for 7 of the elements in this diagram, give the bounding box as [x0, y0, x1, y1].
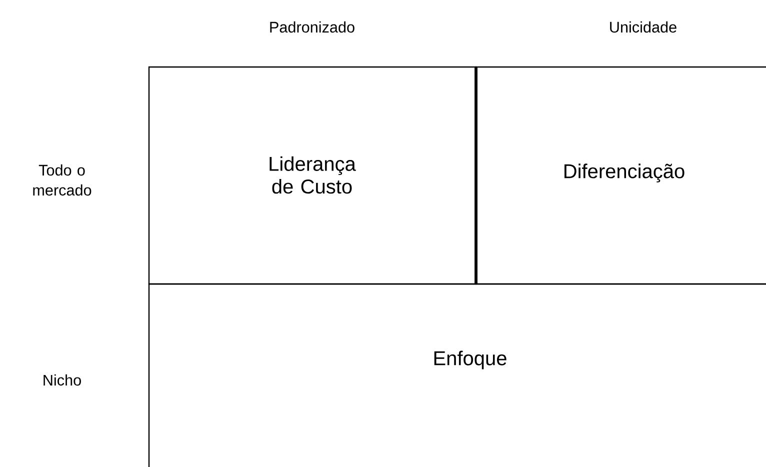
grid-cell: Diferenciação [474, 66, 766, 285]
grid-cell: Enfoque [148, 283, 766, 467]
axis-label: Unicidade [610, 21, 676, 33]
axis-label: Padronizado [270, 21, 354, 33]
grid-cell: Liderança de Custo [148, 66, 477, 285]
axis-label: Todo o mercado [33, 164, 92, 196]
axis-label: Nicho [44, 374, 81, 386]
